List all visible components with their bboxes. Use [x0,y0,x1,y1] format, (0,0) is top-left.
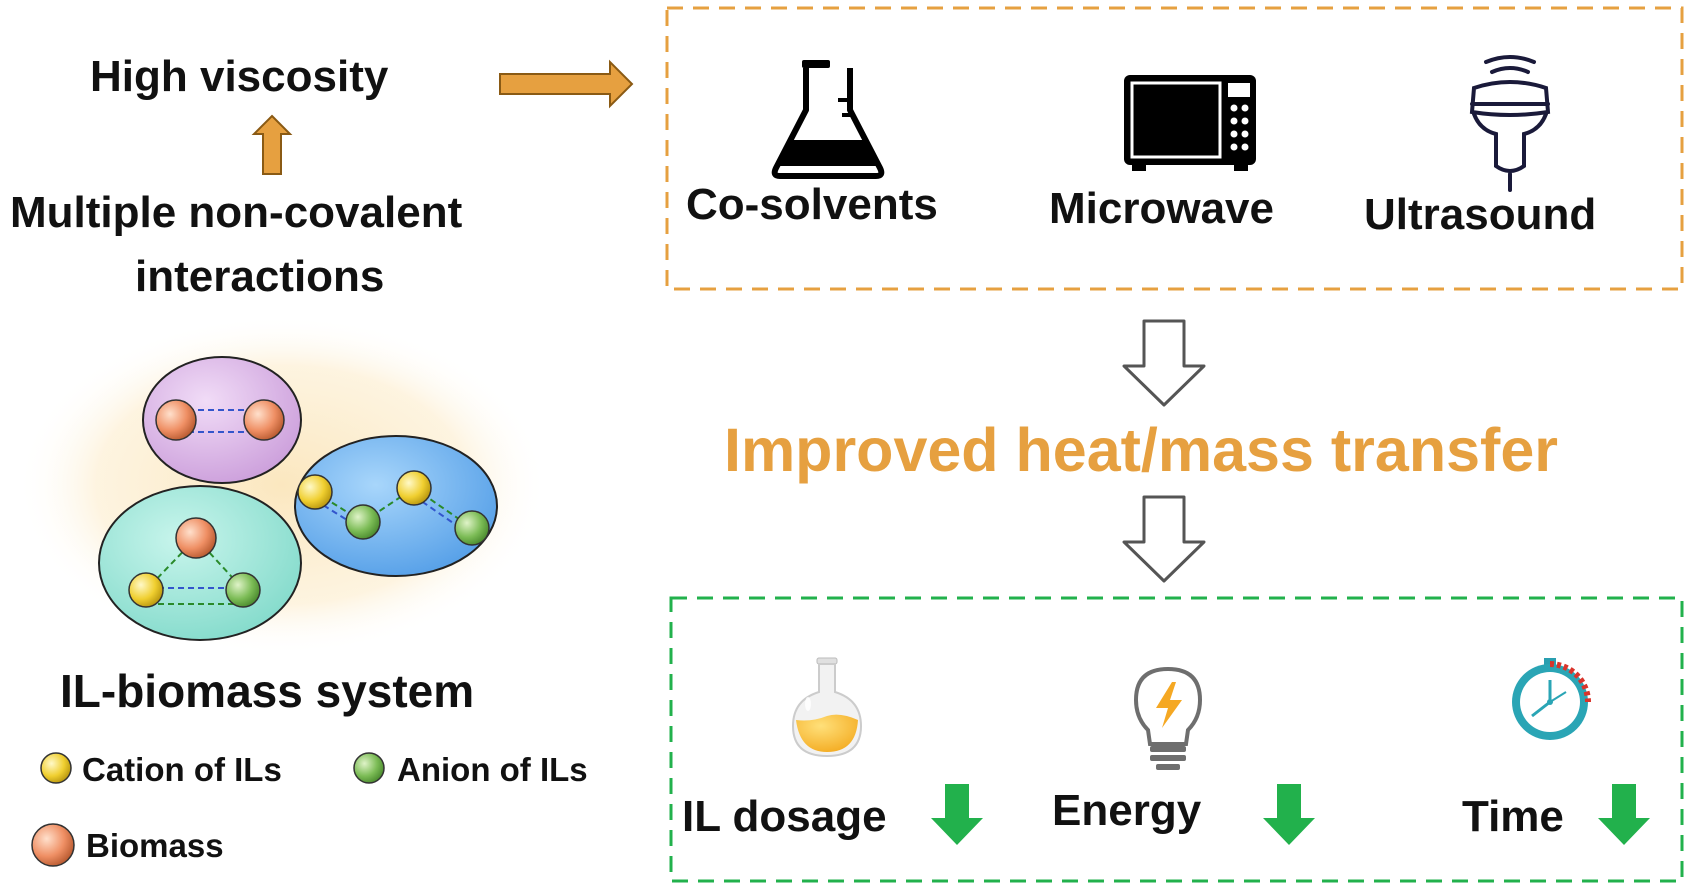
microwave-icon [1124,75,1256,171]
system-title: IL-biomass system [60,665,475,717]
outcome-label-dosage: IL dosage [682,792,887,841]
improved-transfer-heading: Improved heat/mass transfer [724,416,1558,484]
hollow-arrow-down-icon-1 [1122,319,1206,407]
interactions-label-line2: interactions [135,252,385,301]
outcomes-box [669,596,1684,883]
method-label-microwave: Microwave [1049,184,1274,233]
flask-icon [771,60,885,179]
legend-anion-dot [353,752,385,784]
arrow-down-icon-time [1598,784,1650,845]
outcome-label-energy: Energy [1052,786,1202,835]
high-viscosity-label: High viscosity [90,52,389,101]
ellipse-pink-group [142,356,302,484]
lightbulb-icon [1133,666,1203,770]
outcome-label-time: Time [1462,792,1564,841]
legend-cation-dot [40,752,72,784]
method-label-ultrasound: Ultrasound [1364,190,1597,239]
ellipse-blue-group [294,435,498,577]
hollow-arrow-down-icon-2 [1122,495,1206,583]
ultrasound-probe-icon [1469,55,1551,192]
interactions-label-line1: Multiple non-covalent [10,188,463,237]
legend-anion-label: Anion of ILs [397,751,588,788]
legend-biomass-dot [31,823,75,867]
clock-icon [1512,658,1591,740]
round-flask-icon [791,657,863,758]
ellipse-teal-group [98,485,302,641]
methods-box [665,6,1684,291]
legend-biomass-label: Biomass [86,827,224,864]
method-label-cosolvents: Co-solvents [686,180,938,229]
arrow-right-icon [499,59,634,109]
arrow-down-icon-dosage [931,784,983,845]
legend-cation-label: Cation of ILs [82,751,282,788]
arrow-down-icon-energy [1263,784,1315,845]
arrow-up-icon [251,114,293,175]
